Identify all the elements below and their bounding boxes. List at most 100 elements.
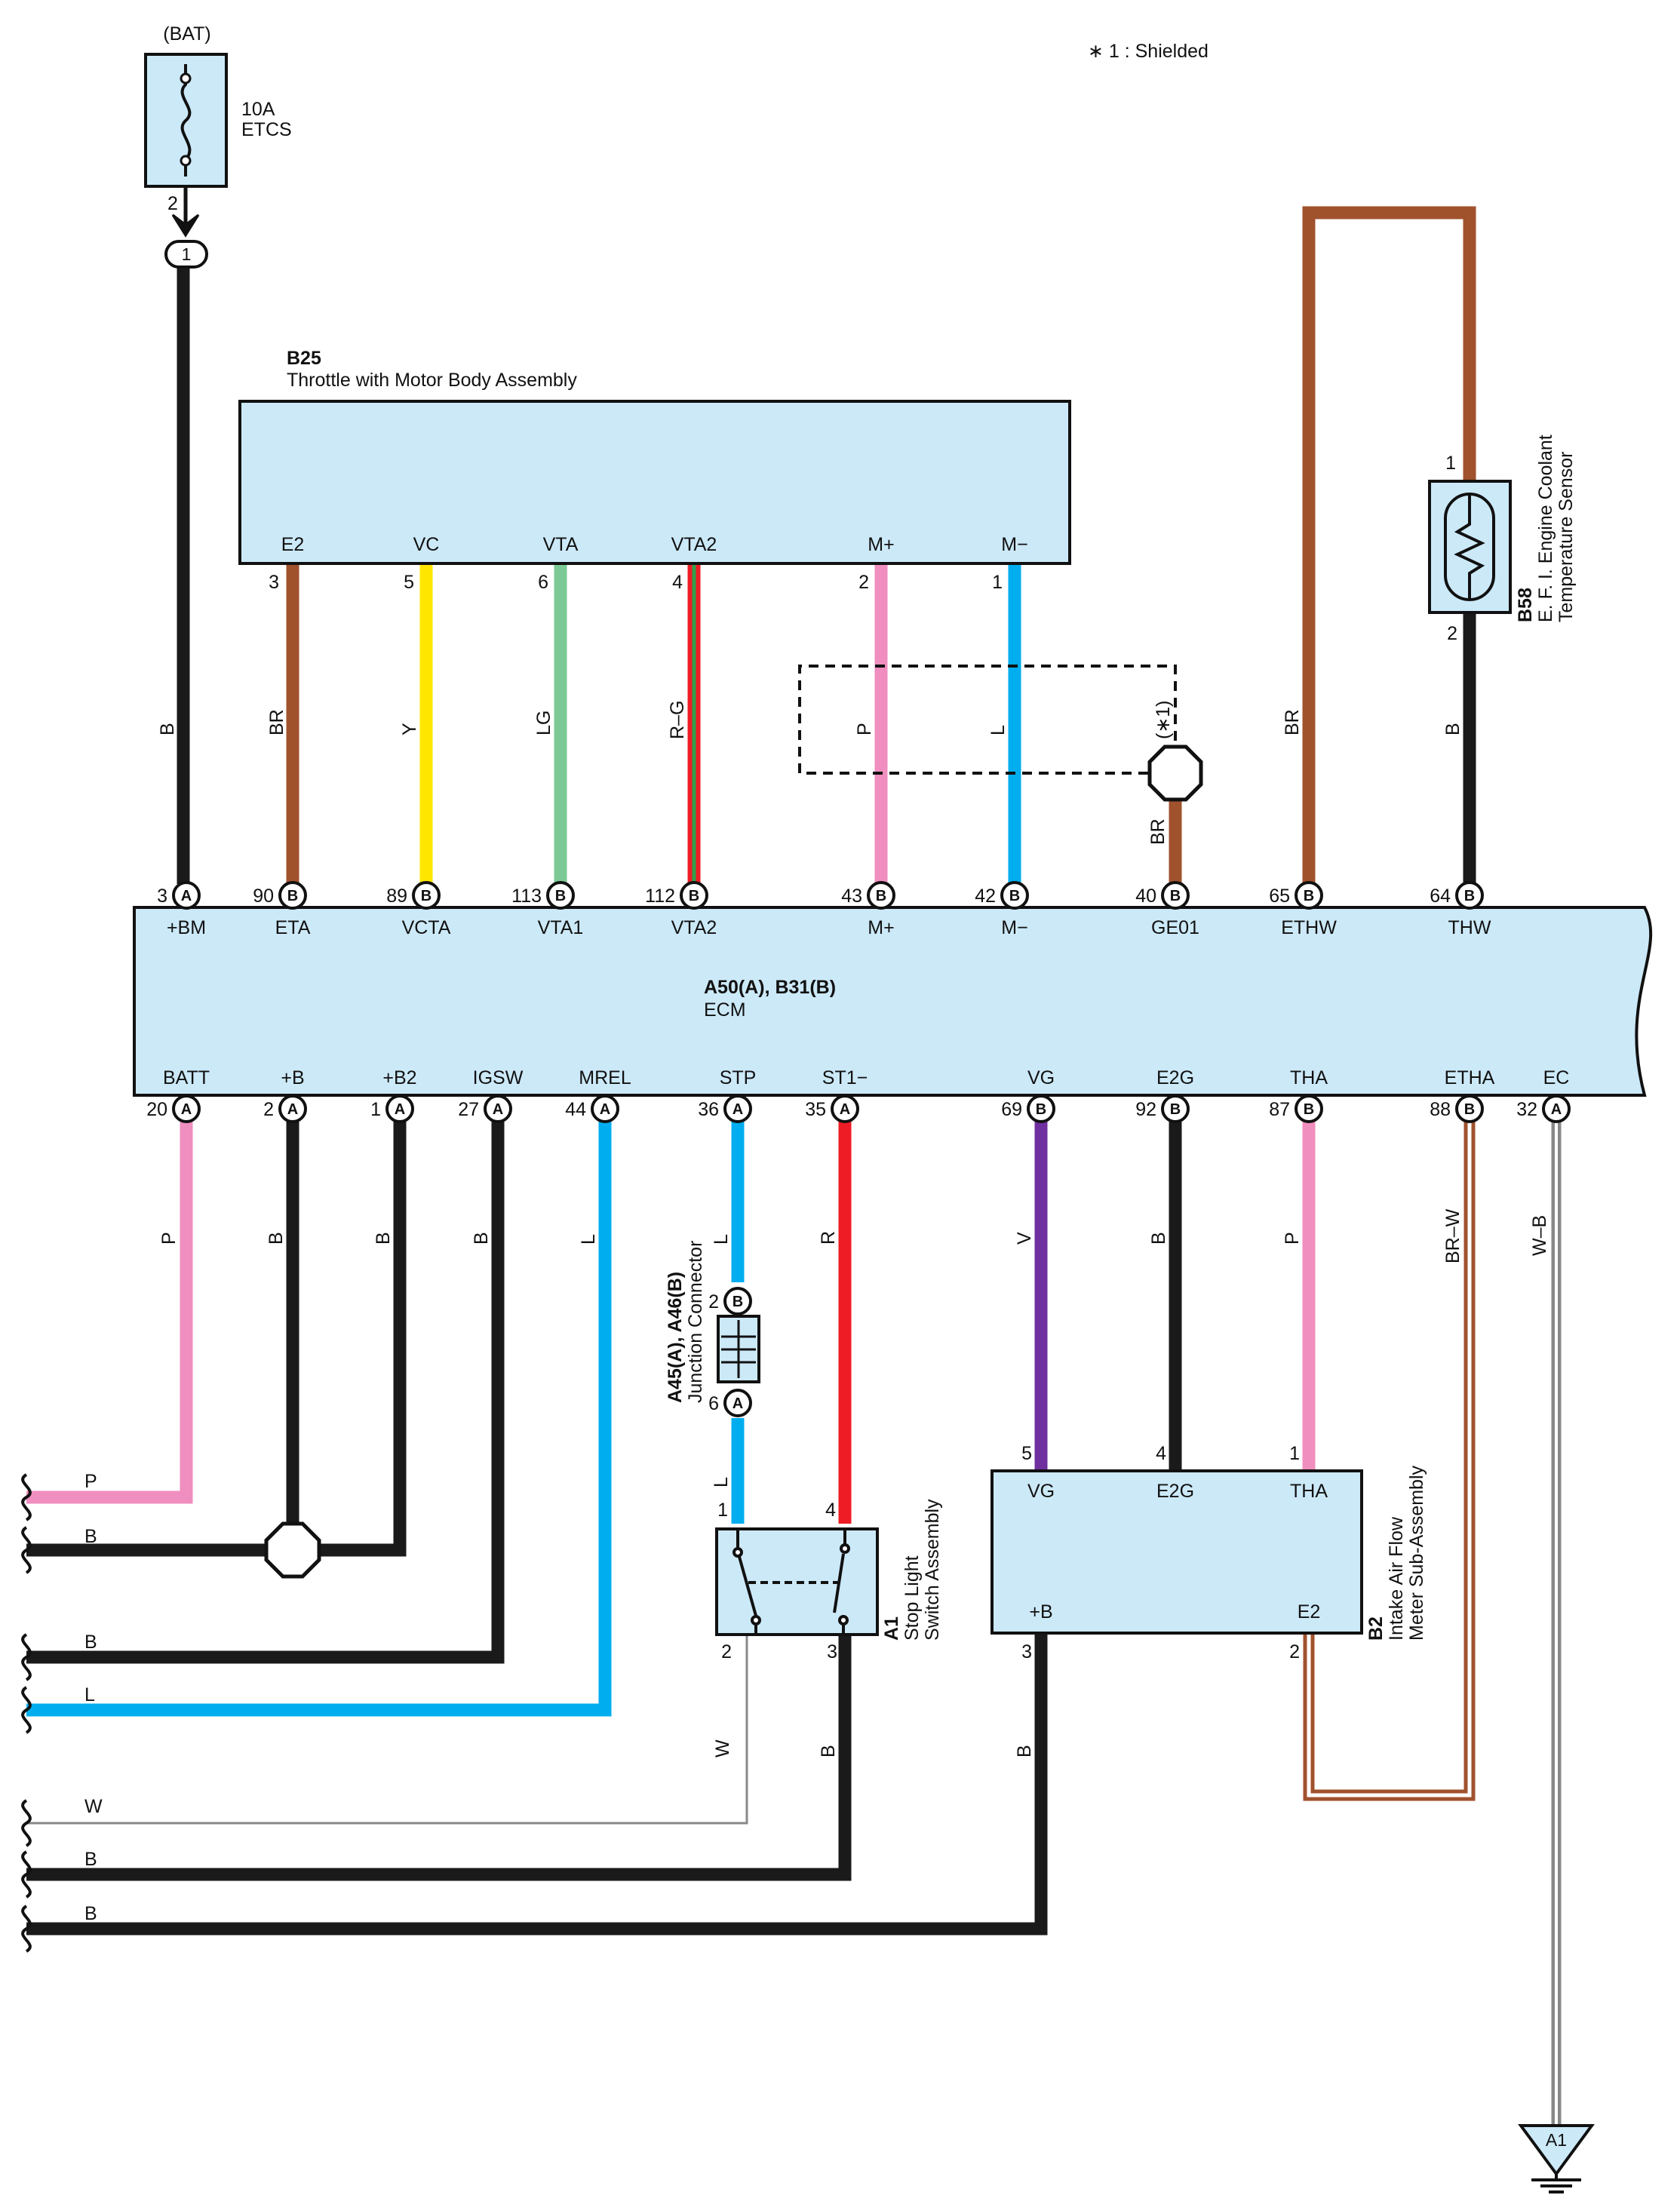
wire-code: W–B [1529, 1215, 1550, 1256]
pin-number: 36 [698, 1099, 719, 1120]
shield-splice [1147, 744, 1203, 802]
ground-triangle [1518, 2124, 1595, 2177]
break-symbols [21, 1473, 32, 1953]
pin-number: 44 [565, 1099, 586, 1120]
pin-number: 20 [146, 1099, 167, 1120]
wire-code: L [987, 725, 1009, 735]
throttle-term-name: M− [1001, 534, 1027, 555]
pin-connector: A [493, 1101, 503, 1118]
ecm-terminal-name: EC [1543, 1067, 1570, 1088]
maf-pin5: 5 [1021, 1443, 1032, 1464]
throttle-term-pin: 5 [404, 572, 414, 593]
pin-connector: B [1304, 1101, 1314, 1118]
fuse-name: ETCS [241, 119, 292, 140]
junction-pin-top-num: 2 [708, 1291, 719, 1312]
throttle-terminals: E2 VC VTA VTA2 M+ M− 3 5 6 4 2 1 [269, 534, 1028, 593]
maf-code: B2 [1365, 1616, 1387, 1641]
wire-code: Y [399, 723, 420, 735]
wire-code: B [1014, 1745, 1035, 1758]
junction-code: A45(A), A46(B) [665, 1272, 686, 1403]
pin-circle [412, 881, 441, 910]
pin-circle [172, 1094, 201, 1123]
pin-connector: A [840, 1101, 850, 1118]
pin-number: 2 [263, 1099, 274, 1120]
fuse-terminal-top [180, 72, 192, 84]
switch-name-1: Stop Light [901, 1555, 923, 1641]
wire-mrel [26, 1120, 612, 1717]
pin-number: 69 [1001, 1099, 1022, 1120]
maf-pin3: 3 [1021, 1641, 1032, 1662]
wire-sw3 [26, 1633, 852, 1881]
maf-term-b: +B [1029, 1601, 1052, 1622]
maf-pin2: 2 [1289, 1641, 1300, 1662]
wire-code: B [157, 723, 178, 735]
pin-circle [546, 881, 575, 910]
pin-number: 1 [370, 1099, 381, 1120]
pin-circle [1161, 1094, 1190, 1123]
pin-circle [1455, 881, 1484, 910]
maf-term-tha: THA [1290, 1481, 1328, 1502]
wire-code: BR–W [1442, 1208, 1463, 1263]
pin-circle [1027, 1094, 1055, 1123]
throttle-term-pin: 1 [992, 572, 1003, 593]
throttle-term-pin: 6 [538, 572, 548, 593]
ecm-terminal-name: VCTA [402, 917, 451, 938]
wire-code: B [84, 1632, 97, 1653]
switch-pin2: 2 [721, 1641, 732, 1662]
wire-code: BR [1282, 709, 1303, 735]
wire-code: R [818, 1231, 839, 1245]
pin-connector: A [733, 1101, 743, 1118]
inline-connector-pin: 1 [182, 244, 192, 264]
pin-connector: B [689, 888, 699, 904]
ecm-terminal-name: MREL [579, 1067, 631, 1088]
throttle-term-name: VC [413, 534, 440, 555]
pin-connector: A [395, 1101, 405, 1118]
pin-circle [867, 881, 895, 910]
ecm-terminal-name: IGSW [473, 1067, 524, 1088]
throttle-code: B25 [287, 348, 321, 369]
ect-name-1: E. F. I. Engine Coolant [1535, 434, 1556, 622]
wire-code: B [84, 1526, 97, 1547]
ecm-terminal-name: M− [1001, 917, 1027, 938]
ecm-terminal-name: ST1− [822, 1067, 868, 1088]
ecm-bottom-pins: A A A A A A A B B B B A 20 2 1 27 44 36 … [146, 1067, 1571, 1123]
pin-number: 35 [805, 1099, 826, 1120]
throttle-term-pin: 4 [672, 572, 683, 593]
maf-term-e2g: E2G [1156, 1481, 1194, 1502]
pin-number: 27 [458, 1099, 479, 1120]
pin-connector: A [181, 888, 192, 904]
pin-connector: B [421, 888, 432, 904]
pin-connector: B [876, 888, 886, 904]
wire-code: P [1282, 1232, 1303, 1245]
junction-grid [721, 1320, 756, 1378]
pin-number: 65 [1269, 886, 1290, 907]
pin-number: 89 [386, 886, 407, 907]
pin-number: 112 [645, 886, 675, 907]
bat-label: (BAT) [163, 23, 210, 45]
pin-number: 92 [1135, 1099, 1156, 1120]
pin-number: 43 [841, 886, 862, 907]
wire-maf3 [26, 1633, 1048, 1936]
switch-pin4: 4 [825, 1500, 836, 1521]
pin-connector: A [1551, 1101, 1562, 1118]
throttle-term-name: M+ [868, 534, 894, 555]
pin-number: 40 [1135, 886, 1156, 907]
pin-connector: B [1036, 1101, 1046, 1118]
wire-code: B [1442, 723, 1463, 735]
switch-code: A1 [881, 1616, 902, 1641]
wire-pb [26, 1120, 299, 1557]
pin-circle [385, 1094, 414, 1123]
pin-connector: B [287, 888, 298, 904]
junction-pin-bottom-conn: A [733, 1395, 743, 1412]
throttle-name: Throttle with Motor Body Assembly [287, 370, 577, 391]
pin-number: 3 [157, 886, 167, 907]
maf-pin1: 1 [1289, 1443, 1300, 1464]
wire-code: L [711, 1234, 732, 1245]
ecm-terminal-name: VG [1027, 1067, 1055, 1088]
shielded-note: ∗ 1 : Shielded [1088, 41, 1209, 62]
maf-pin4: 4 [1156, 1443, 1166, 1464]
wire-code: LG [533, 711, 554, 735]
wire-code: B [84, 1849, 97, 1870]
pin-circle [591, 1094, 619, 1123]
ecm-terminal-name: E2G [1156, 1067, 1194, 1088]
